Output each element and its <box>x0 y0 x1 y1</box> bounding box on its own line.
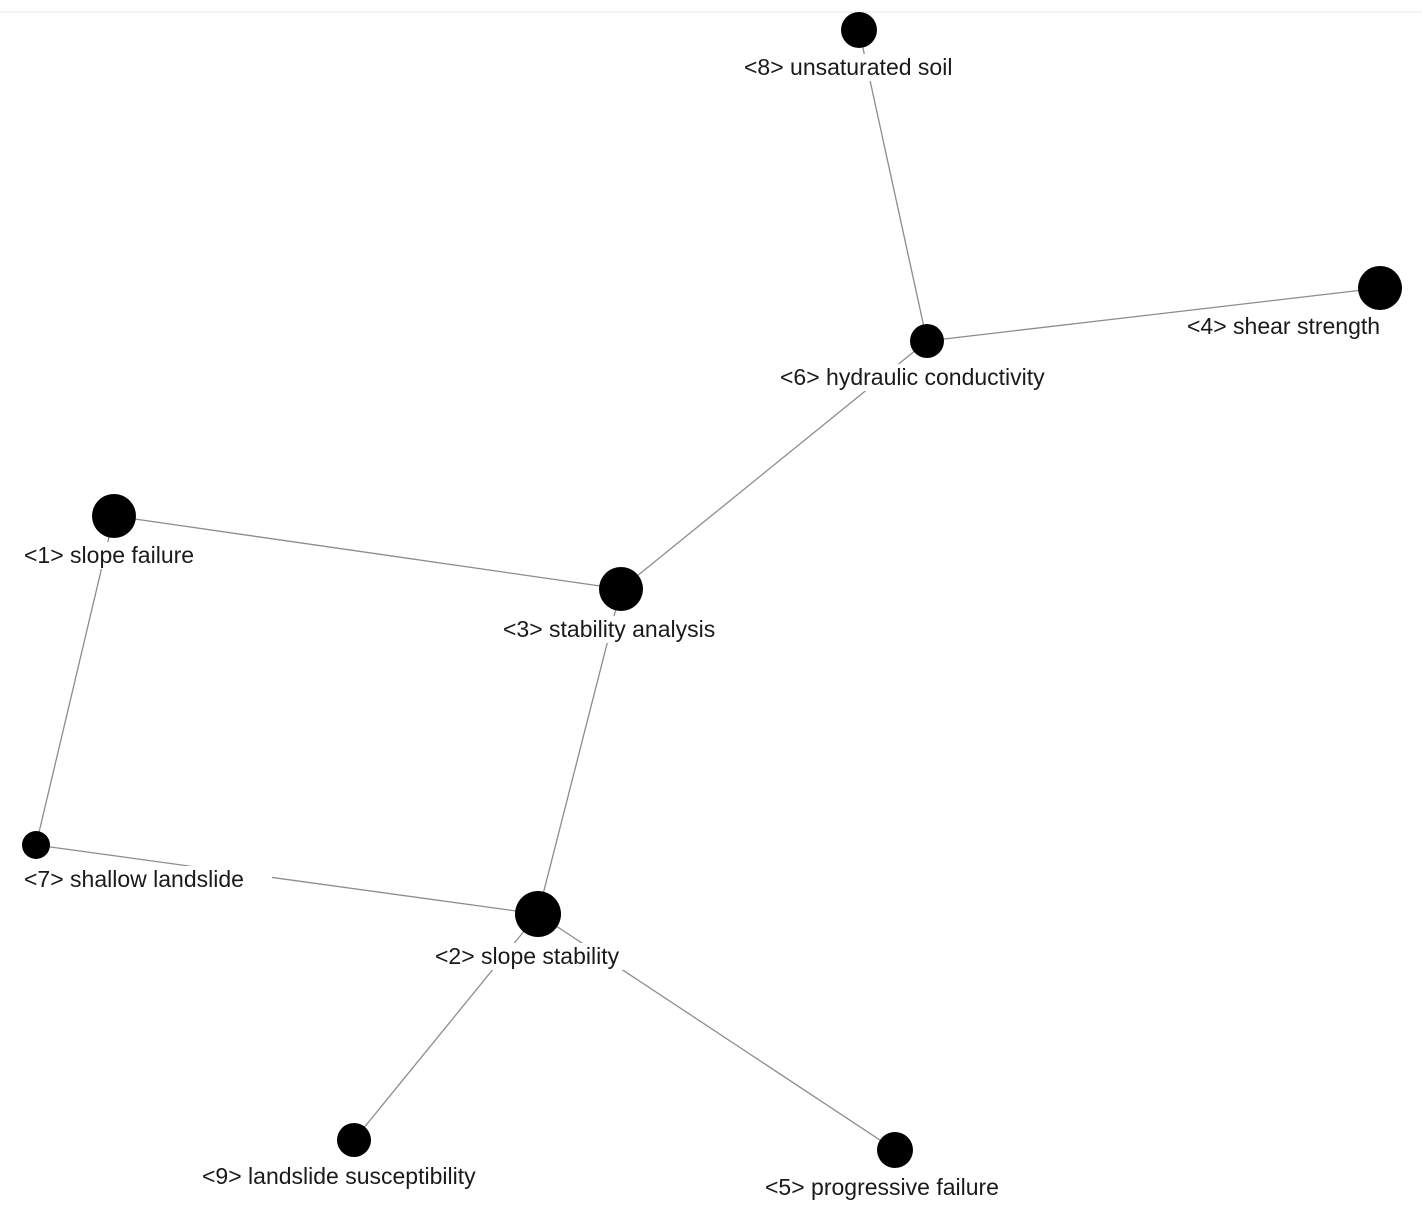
labels-layer: <8> unsaturated soil <4> shear strength … <box>24 54 1380 1200</box>
node-1[interactable] <box>92 494 136 538</box>
node-5[interactable] <box>877 1132 913 1168</box>
label-mask-7 <box>22 866 272 893</box>
node-label-2: <2> slope stability <box>435 943 620 969</box>
node-label-8: <8> unsaturated soil <box>744 54 952 80</box>
label-mask-3 <box>501 616 743 643</box>
node-4[interactable] <box>1358 266 1402 310</box>
node-label-4: <4> shear strength <box>1187 313 1380 339</box>
edge-1-7 <box>35 515 115 846</box>
node-label-9: <9> landslide susceptibility <box>202 1163 476 1189</box>
label-mask-4 <box>1185 313 1403 340</box>
node-9[interactable] <box>337 1123 371 1157</box>
label-mask-1 <box>22 542 216 569</box>
node-label-7: <7> shallow landslide <box>24 866 244 892</box>
nodes-layer <box>22 12 1402 1168</box>
node-label-3: <3> stability analysis <box>503 616 715 642</box>
node-label-6: <6> hydraulic conductivity <box>780 364 1045 390</box>
edges-layer <box>35 29 1381 1151</box>
edge-1-3 <box>113 515 622 590</box>
label-mask-6 <box>778 364 1078 391</box>
node-7[interactable] <box>22 831 50 859</box>
label-masks-layer <box>22 54 1403 1201</box>
node-label-1: <1> slope failure <box>24 542 194 568</box>
edge-3-2 <box>537 588 622 915</box>
node-3[interactable] <box>599 567 643 611</box>
label-mask-5 <box>763 1174 1029 1201</box>
edge-6-4 <box>926 287 1381 342</box>
label-mask-2 <box>433 943 643 970</box>
node-6[interactable] <box>910 324 944 358</box>
node-8[interactable] <box>841 12 877 48</box>
node-2[interactable] <box>515 891 561 937</box>
label-mask-8 <box>742 54 978 81</box>
label-mask-9 <box>200 1163 510 1190</box>
edge-7-2 <box>35 844 539 915</box>
node-label-5: <5> progressive failure <box>765 1174 999 1200</box>
edge-8-6 <box>858 29 928 342</box>
